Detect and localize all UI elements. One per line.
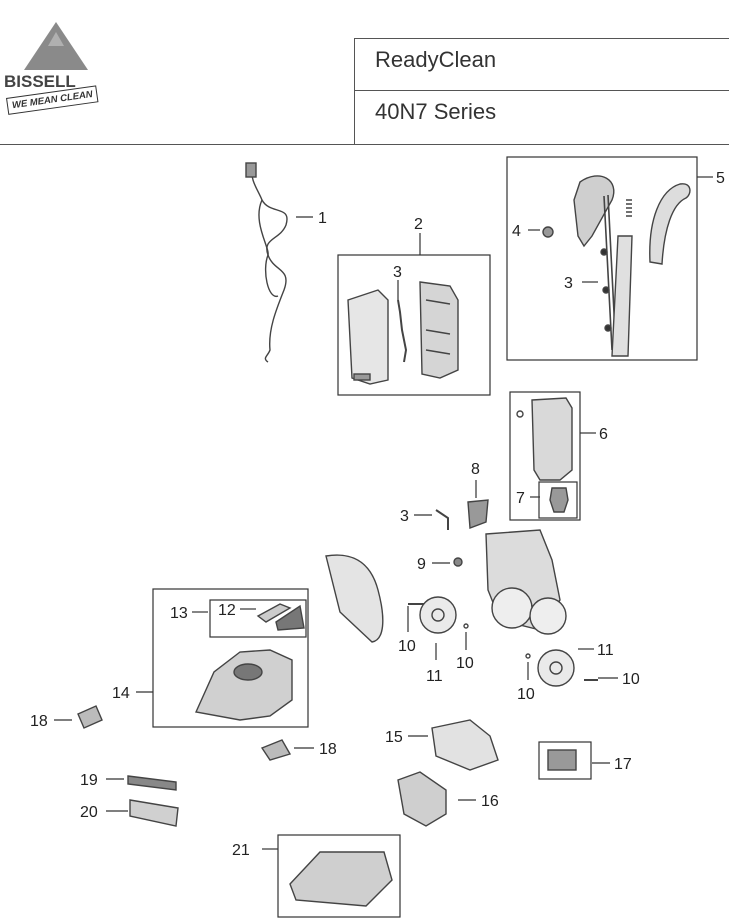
part-group-14-box — [152, 588, 309, 728]
callout-12: 12 — [218, 602, 236, 619]
callout-7: 7 — [516, 490, 525, 507]
foot-icon — [129, 799, 179, 827]
callout-4: 4 — [512, 223, 521, 240]
wire-harness-icon — [397, 299, 408, 363]
spring-icon — [626, 199, 632, 217]
front-cover-icon — [325, 554, 384, 643]
product-name: ReadyClean — [375, 47, 497, 72]
callout-10-b: 10 — [456, 655, 474, 672]
callout-3-group5: 3 — [564, 275, 573, 292]
callout-2: 2 — [414, 216, 423, 233]
callout-3-trigger: 3 — [400, 508, 409, 525]
part-sketches — [77, 162, 691, 907]
trigger-rod-icon — [435, 509, 449, 530]
latch-icon — [467, 499, 489, 529]
brand-name: BISSELL — [4, 72, 76, 91]
logo-triangle-icon — [24, 22, 88, 70]
part-group-6-box — [509, 391, 581, 521]
brush-insert-icon — [275, 604, 305, 631]
nozzle-assembly-icon — [194, 649, 293, 721]
tank-cap-icon — [549, 487, 569, 513]
callout-9: 9 — [417, 556, 426, 573]
callout-21: 21 — [232, 842, 250, 859]
part-group-17-box — [538, 741, 592, 780]
part-group-5-box — [506, 156, 698, 361]
wheel-left-icon — [419, 596, 457, 634]
upper-tube-icon — [649, 183, 691, 265]
brush-strip-icon — [127, 775, 177, 791]
title-block: ReadyClean 40N7 Series — [354, 38, 729, 145]
callout-13: 13 — [170, 605, 188, 622]
part-group-21-box — [277, 834, 401, 918]
callout-3-group2: 3 — [393, 264, 402, 281]
part-group-7-box — [538, 481, 578, 519]
callout-11-a: 11 — [426, 668, 443, 685]
callout-11-b: 11 — [597, 642, 614, 659]
series-name: 40N7 Series — [375, 99, 497, 124]
callout-19: 19 — [80, 772, 98, 789]
callout-10-a: 10 — [398, 638, 416, 655]
handle-grip-icon — [573, 175, 615, 248]
clip-icon — [453, 557, 463, 567]
lower-tube-icon — [611, 235, 633, 357]
part-group-2-box — [337, 254, 491, 396]
callout-10-c: 10 — [517, 686, 535, 703]
callout-5: 5 — [716, 170, 725, 187]
callout-16: 16 — [481, 793, 499, 810]
part-group-13-box — [209, 599, 307, 638]
power-cord-icon — [250, 167, 288, 363]
clean-water-tank-icon — [531, 397, 573, 481]
clip-right-icon — [260, 739, 292, 761]
callout-6: 6 — [599, 426, 608, 443]
callout-18-right: 18 — [319, 741, 337, 758]
bissell-logo: BISSELL WE MEAN CLEAN — [0, 20, 112, 130]
motor-cover-icon — [431, 719, 499, 771]
title-divider — [355, 90, 729, 91]
handle-back-icon — [419, 281, 459, 379]
base-icon — [289, 851, 393, 907]
switch-icon — [547, 749, 577, 771]
motor-icon — [397, 771, 447, 827]
callout-10-d: 10 — [622, 671, 640, 688]
header-rule — [0, 144, 729, 145]
nozzle-tip-icon — [256, 603, 292, 623]
callout-18-left: 18 — [30, 713, 48, 730]
callout-1: 1 — [318, 210, 327, 227]
clip-left-icon — [77, 705, 103, 729]
wheel-right-icon — [537, 649, 575, 687]
callout-15: 15 — [385, 729, 403, 746]
trigger-icon — [542, 226, 554, 238]
callout-20: 20 — [80, 804, 98, 821]
callout-17: 17 — [614, 756, 632, 773]
handle-front-icon — [347, 289, 389, 385]
callout-14: 14 — [112, 685, 130, 702]
callout-8: 8 — [471, 461, 480, 478]
